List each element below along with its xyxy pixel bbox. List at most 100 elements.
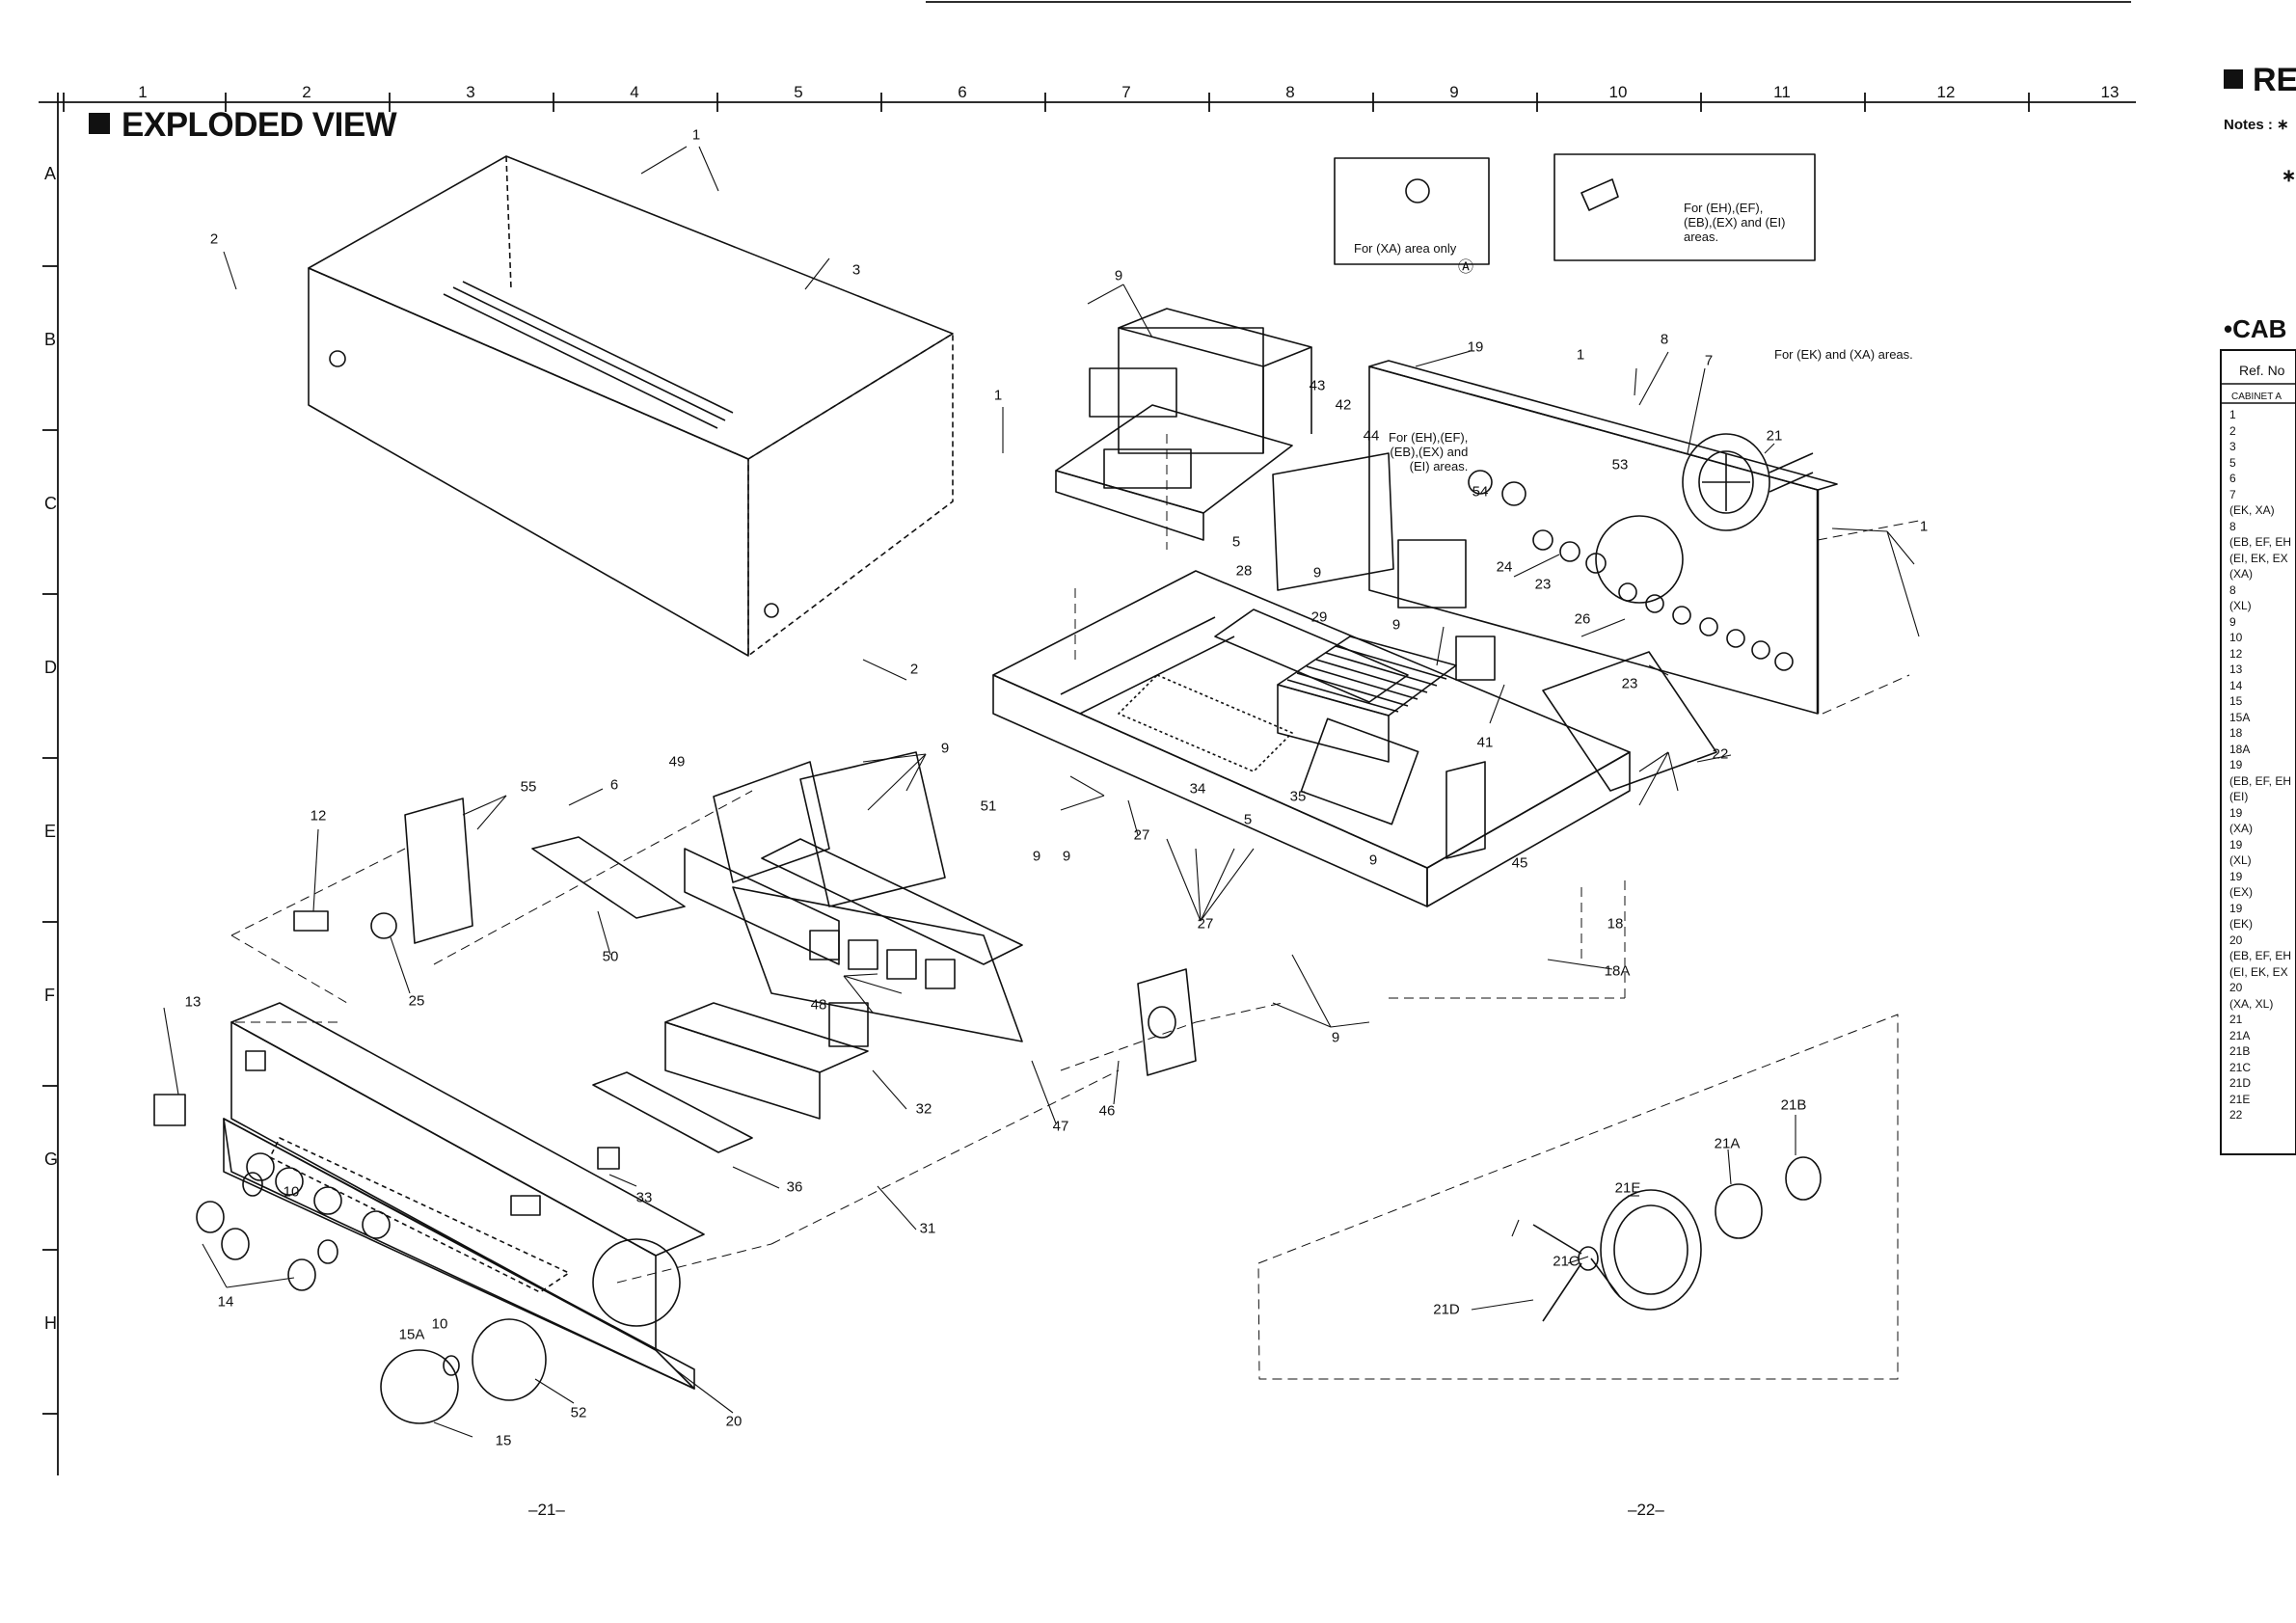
ref-list-item: (EB, EF, EH bbox=[2229, 949, 2292, 962]
callout-12: 12 bbox=[310, 807, 327, 825]
ref-list-item: 20 bbox=[2229, 981, 2243, 994]
ref-list-item: 20 bbox=[2229, 933, 2243, 947]
reference-mark: Ⓐ bbox=[1458, 259, 1474, 276]
callout-9: 9 bbox=[1391, 616, 1401, 634]
ref-list-item: (EK) bbox=[2229, 917, 2253, 931]
ref-list-item: (EI) bbox=[2229, 790, 2249, 803]
callout-41: 41 bbox=[1476, 734, 1494, 751]
cabinet-heading: •CAB bbox=[2224, 314, 2287, 343]
ref-list-item: 13 bbox=[2229, 663, 2243, 676]
ref-list-item: 7 bbox=[2229, 487, 2236, 501]
ref-list-item: 5 bbox=[2229, 455, 2236, 470]
headphone-pcb bbox=[293, 798, 473, 944]
ref-list-item: 18 bbox=[2229, 726, 2243, 740]
grid-column-11: 11 bbox=[1773, 83, 1791, 101]
callout-7: 7 bbox=[1704, 352, 1714, 369]
callout-9: 9 bbox=[1032, 848, 1041, 865]
callout-29: 29 bbox=[1310, 609, 1328, 626]
main-chassis bbox=[992, 570, 1631, 907]
grid-row-C: C bbox=[44, 494, 57, 513]
front-panel bbox=[223, 1002, 705, 1390]
callout-19: 19 bbox=[1467, 338, 1484, 356]
ref-list-item: 21B bbox=[2229, 1044, 2251, 1058]
ref-list-item: (XA, XL) bbox=[2229, 996, 2274, 1011]
grid-column-1: 1 bbox=[138, 83, 148, 101]
bracket-areas-note: For (EH),(EF), (EB),(EX) and (EI) areas. bbox=[1389, 430, 1469, 473]
callout-32: 32 bbox=[915, 1100, 932, 1118]
notes-label: Notes : ∗ bbox=[2224, 117, 2289, 133]
callout-44: 44 bbox=[1363, 427, 1380, 445]
callout-9: 9 bbox=[940, 740, 950, 757]
callout-47: 47 bbox=[1052, 1118, 1069, 1135]
callout-18A: 18A bbox=[1604, 962, 1631, 980]
callout-50: 50 bbox=[602, 948, 619, 965]
grid-column-4: 4 bbox=[630, 83, 639, 101]
fan-parts bbox=[1532, 1156, 1822, 1322]
ref-list-item: (EK, XA) bbox=[2229, 503, 2275, 517]
ref-list-item: 19 bbox=[2229, 837, 2243, 852]
function-pcb bbox=[732, 886, 1023, 1042]
callout-9: 9 bbox=[1368, 852, 1378, 869]
callout-21D: 21D bbox=[1433, 1301, 1460, 1318]
callout-18: 18 bbox=[1607, 915, 1624, 933]
callout-1: 1 bbox=[1919, 518, 1929, 535]
callout-27: 27 bbox=[1133, 826, 1150, 844]
ref-list-item: (XL) bbox=[2229, 853, 2252, 867]
callout-21: 21 bbox=[1766, 427, 1783, 445]
grid-column-3: 3 bbox=[466, 83, 475, 101]
callout-14: 14 bbox=[217, 1293, 234, 1311]
grid-row-B: B bbox=[44, 330, 57, 349]
callout-23: 23 bbox=[1534, 576, 1552, 593]
xa-area-note: For (XA) area only bbox=[1354, 241, 1457, 256]
callout-2: 2 bbox=[209, 230, 219, 248]
grid-frame bbox=[39, 1, 2136, 1475]
callout-3: 3 bbox=[851, 261, 861, 279]
grid-row-H: H bbox=[44, 1313, 57, 1333]
right-page-title: RE bbox=[2224, 62, 2296, 99]
grid-column-7: 7 bbox=[1121, 83, 1131, 101]
grid-column-12: 12 bbox=[1936, 83, 1956, 101]
callout-10: 10 bbox=[431, 1315, 448, 1333]
ref-list-item: 8 bbox=[2229, 519, 2236, 533]
callout-46: 46 bbox=[1098, 1102, 1116, 1120]
ref-list-item: (XA) bbox=[2229, 822, 2253, 835]
ref-list-item: (XA) bbox=[2229, 567, 2253, 581]
callout-21B: 21B bbox=[1780, 1096, 1807, 1114]
page-number-left: –21– bbox=[528, 1501, 565, 1519]
callout-28: 28 bbox=[1235, 562, 1253, 580]
leader-lines bbox=[163, 146, 1920, 1438]
ek-xa-areas-note: For (EK) and (XA) areas. bbox=[1774, 347, 1913, 362]
grid-row-F: F bbox=[44, 986, 55, 1005]
callout-24: 24 bbox=[1496, 558, 1513, 576]
ref-list-item: 6 bbox=[2229, 472, 2236, 485]
ref-list-item: 19 bbox=[2229, 869, 2243, 883]
ref-list-item: 19 bbox=[2229, 758, 2243, 771]
fan-assembly bbox=[1682, 433, 1814, 531]
callout-6: 6 bbox=[609, 776, 619, 794]
callout-9: 9 bbox=[1331, 1029, 1340, 1046]
callout-21A: 21A bbox=[1714, 1135, 1741, 1152]
callout-42: 42 bbox=[1335, 396, 1352, 414]
grid-column-6: 6 bbox=[958, 83, 967, 101]
ref-list-item: 21C bbox=[2229, 1060, 2252, 1074]
power-transformer bbox=[1055, 308, 1312, 541]
callout-25: 25 bbox=[408, 992, 425, 1010]
callout-9: 9 bbox=[1114, 267, 1123, 284]
callout-36: 36 bbox=[786, 1178, 803, 1196]
callout-31: 31 bbox=[919, 1220, 936, 1237]
notes-star: ∗ bbox=[2282, 166, 2296, 185]
callout-5: 5 bbox=[1231, 533, 1241, 551]
grid-column-2: 2 bbox=[302, 83, 311, 101]
ref-list-item: 18A bbox=[2229, 742, 2251, 756]
ref-list-item: 9 bbox=[2229, 614, 2236, 629]
ref-list-item: (EI, EK, EX bbox=[2229, 551, 2288, 565]
grid-row-D: D bbox=[44, 658, 57, 677]
ref-table-header: Ref. No bbox=[2239, 363, 2285, 378]
assembly-guides bbox=[230, 434, 1920, 1380]
ref-list-item: (EX) bbox=[2229, 885, 2253, 899]
callout-8: 8 bbox=[1660, 331, 1669, 348]
callout-21E: 21E bbox=[1614, 1179, 1641, 1197]
ref-list-item: 1 bbox=[2229, 408, 2236, 421]
